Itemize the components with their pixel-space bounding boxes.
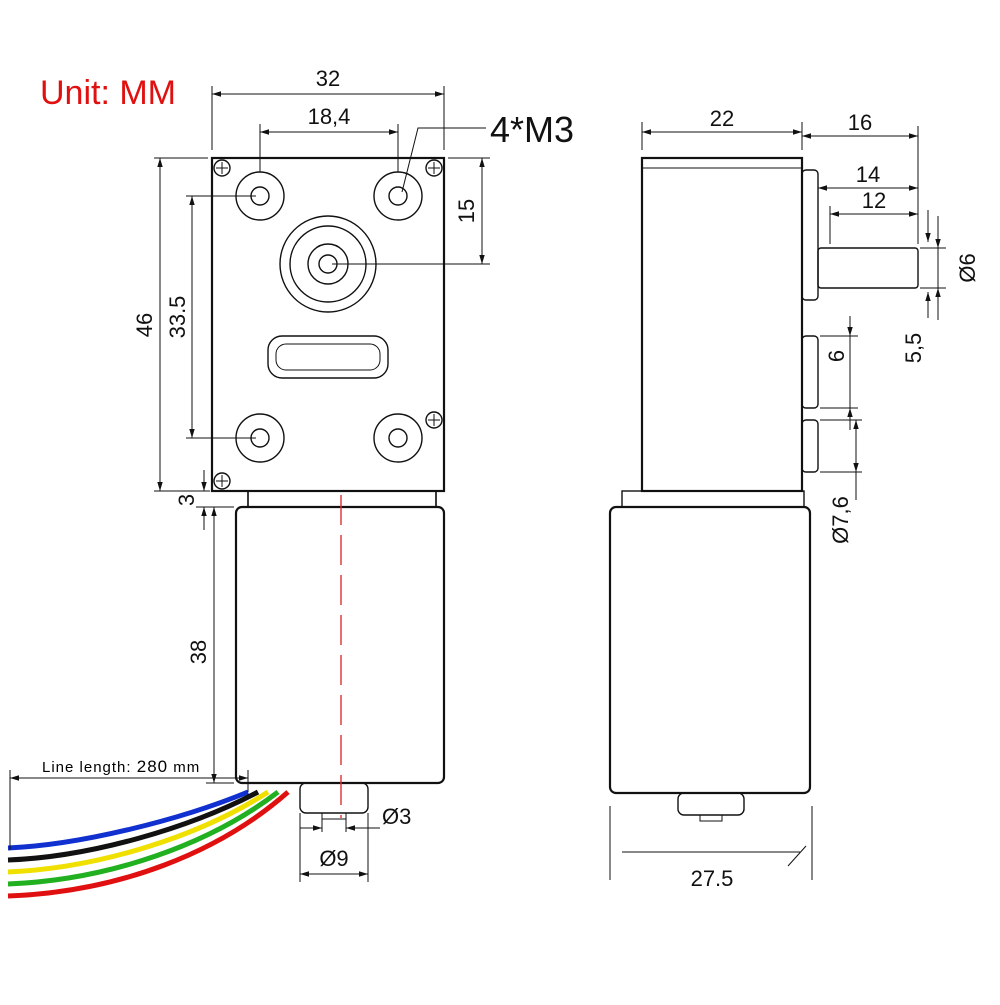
dim-label: 33.5 bbox=[165, 296, 190, 339]
dim-label: 18,4 bbox=[308, 104, 351, 129]
gearbox-slot-inner bbox=[275, 343, 381, 371]
dim-label: 6 bbox=[824, 350, 849, 362]
front-gearbox bbox=[210, 156, 446, 493]
gearbox-outline bbox=[210, 156, 446, 493]
dim-boss-d7-6: Ø7,6 bbox=[820, 419, 862, 544]
dim-motor-d27-5: 27.5 bbox=[609, 806, 813, 891]
side-rear-boss bbox=[677, 792, 745, 816]
dim-shaft-d3: Ø3 bbox=[300, 804, 411, 832]
gearbox-slot bbox=[267, 335, 389, 379]
line-length-unit: mm bbox=[173, 759, 200, 776]
dim-line-length: Line length: 280 mm bbox=[9, 757, 249, 850]
motor-collar bbox=[247, 490, 437, 508]
side-gearbox bbox=[640, 156, 804, 493]
side-rear-shaft bbox=[699, 814, 723, 822]
wire-yellow bbox=[7, 789, 270, 875]
line-length-value: 280 bbox=[137, 757, 168, 776]
corner-screw-icon bbox=[213, 159, 231, 177]
dim-label: Ø7,6 bbox=[828, 496, 853, 544]
dim-label: Ø3 bbox=[382, 804, 411, 829]
motor-rear-boss bbox=[299, 782, 369, 814]
dim-label: 14 bbox=[856, 162, 880, 187]
line-length-text: Line length: 280 mm bbox=[42, 757, 200, 776]
side-boss-lower bbox=[801, 419, 819, 473]
dim-label: 38 bbox=[186, 640, 211, 664]
dim-label: 46 bbox=[132, 313, 157, 337]
dim-hole-vspacing: 33.5 bbox=[165, 195, 256, 439]
dim-boss-6: 6 bbox=[820, 316, 858, 430]
front-motor bbox=[234, 490, 446, 820]
mounting-hole-icon bbox=[373, 413, 423, 463]
dim-shaft-16: 16 bbox=[802, 110, 919, 244]
motor-can bbox=[234, 505, 446, 785]
corner-screw-icon bbox=[425, 411, 443, 429]
dim-label: 32 bbox=[316, 66, 340, 91]
callout-4m3: 4*M3 bbox=[401, 109, 574, 193]
unit-label: Unit: MM bbox=[40, 74, 176, 112]
side-motor-collar bbox=[621, 490, 805, 508]
dim-label: 22 bbox=[710, 106, 734, 131]
side-boss-upper bbox=[801, 335, 819, 409]
dim-flat-5-5: 5,5 bbox=[901, 210, 931, 364]
dim-shaft-14: 14 bbox=[818, 162, 918, 191]
side-view bbox=[608, 156, 919, 822]
side-motor-can bbox=[608, 505, 812, 795]
side-shaft-boss bbox=[801, 169, 819, 301]
dim-width-32: 32 bbox=[211, 66, 445, 150]
motor-wires bbox=[7, 789, 290, 899]
dim-label: 12 bbox=[862, 188, 886, 213]
wire-blue bbox=[7, 789, 249, 851]
dim-label: 5,5 bbox=[901, 333, 926, 364]
dim-label: Ø9 bbox=[319, 846, 348, 871]
dim-depth-22: 22 bbox=[641, 106, 803, 150]
dim-label: 3 bbox=[174, 494, 199, 506]
dim-shaft-12: 12 bbox=[829, 188, 918, 244]
dim-height-46: 46 bbox=[132, 157, 208, 492]
dim-hole-spacing: 18,4 bbox=[259, 104, 399, 172]
dim-label: 15 bbox=[454, 199, 479, 223]
motor-rear-shaft bbox=[321, 812, 347, 820]
dim-shaft-d6: Ø6 bbox=[920, 216, 980, 320]
line-length-label: Line length: bbox=[42, 759, 132, 776]
wire-red bbox=[7, 790, 290, 899]
side-output-shaft bbox=[817, 247, 919, 289]
corner-screw-icon bbox=[425, 159, 443, 177]
dim-boss-d9: Ø9 bbox=[299, 813, 369, 882]
corner-screw-icon bbox=[213, 472, 231, 490]
dim-label: 16 bbox=[848, 110, 872, 135]
dim-offset-15: 15 bbox=[332, 157, 490, 265]
callout-label: 4*M3 bbox=[490, 109, 574, 150]
dim-label: Ø6 bbox=[955, 253, 980, 282]
wire-green bbox=[7, 790, 280, 887]
wire-black bbox=[7, 789, 260, 863]
dim-label: 27.5 bbox=[691, 866, 734, 891]
dim-motor-length: 38 bbox=[186, 507, 234, 784]
